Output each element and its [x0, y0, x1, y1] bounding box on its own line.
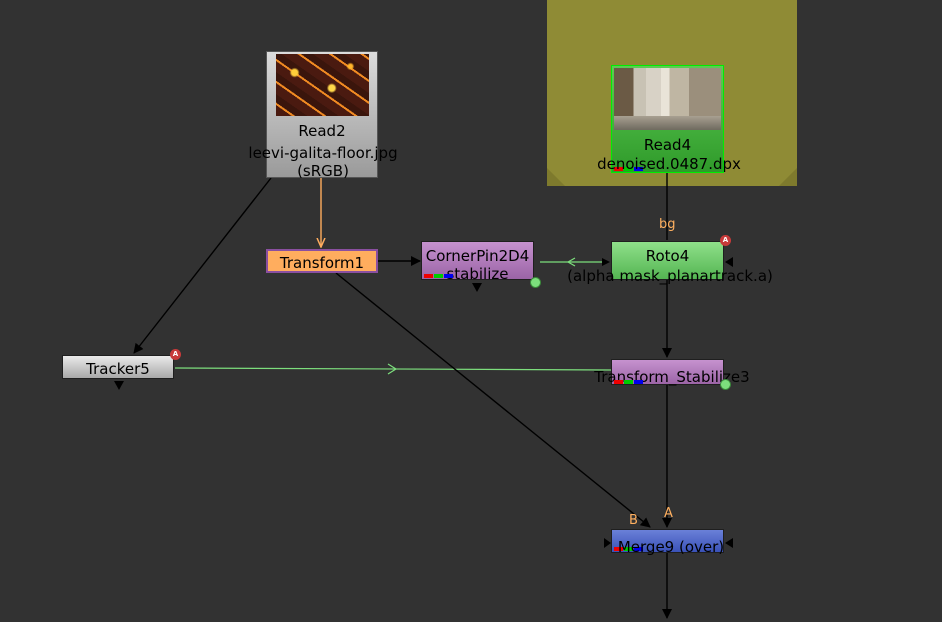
backdrop-resize-handle-right[interactable] — [779, 168, 797, 186]
node-merge9[interactable] — [611, 529, 724, 553]
cornerpin-expression-dot[interactable] — [530, 277, 541, 288]
read2-thumbnail — [276, 54, 369, 116]
merge9-mask-input-arrow — [604, 538, 611, 548]
read4-channel-indicator — [614, 167, 643, 171]
cornerpin-title: CornerPin2D4 — [425, 247, 530, 265]
stabilize3-channel-indicator — [614, 380, 643, 384]
cornerpin-output-arrow — [472, 283, 482, 292]
read4-title: Read4 — [643, 136, 692, 154]
roto4-animated-badge: A — [720, 235, 731, 246]
read2-file-label: leevi-galita-floor.jpg — [248, 144, 398, 162]
merge9-right-input-arrow — [725, 538, 733, 548]
link-tracker5-stabilize3 — [174, 367, 613, 371]
read2-title: Read2 — [298, 122, 346, 140]
read2-colorspace-label: (sRGB) — [297, 162, 349, 180]
tracker5-title: Tracker5 — [86, 360, 150, 378]
merge9-title: Merge9 (over) — [617, 538, 725, 556]
transform1-title: Transform1 — [279, 254, 365, 272]
roto4-mask-label: (alpha mask_planartrack.a) — [567, 267, 773, 285]
tracker5-animated-badge: A — [170, 349, 181, 360]
cornerpin-subtitle: stabilize — [446, 265, 509, 283]
stabilize3-expression-dot[interactable] — [720, 379, 731, 390]
node-cornerpin2d4[interactable]: CornerPin2D4 stabilize — [421, 241, 534, 283]
roto4-bg-input-label: bg — [659, 217, 676, 232]
tracker5-output-arrow — [114, 381, 124, 390]
node-tracker5[interactable]: Tracker5 — [62, 355, 174, 379]
merge9-b-input-label: B — [629, 513, 638, 528]
node-read4[interactable]: Read4 — [611, 65, 724, 173]
node-roto4[interactable]: Roto4 — [611, 241, 724, 280]
roto4-title: Roto4 — [645, 247, 690, 265]
read4-thumbnail — [614, 68, 721, 130]
roto4-mask-input-arrow — [725, 257, 733, 267]
merge9-channel-indicator — [614, 547, 643, 551]
node-read2[interactable]: Read2 — [266, 51, 378, 178]
pipe-read2-tracker5 — [133, 177, 272, 354]
backdrop-resize-handle-left[interactable] — [547, 168, 565, 186]
merge9-a-input-label: A — [664, 506, 673, 521]
cornerpin-channel-indicator — [424, 274, 453, 278]
pipe-transform1-merge9 — [335, 272, 651, 528]
read4-file-label: denoised.0487.dpx — [597, 155, 741, 173]
stabilize3-title: Transform_Stabilize3 — [594, 368, 750, 386]
node-transform1[interactable]: Transform1 — [266, 249, 378, 273]
